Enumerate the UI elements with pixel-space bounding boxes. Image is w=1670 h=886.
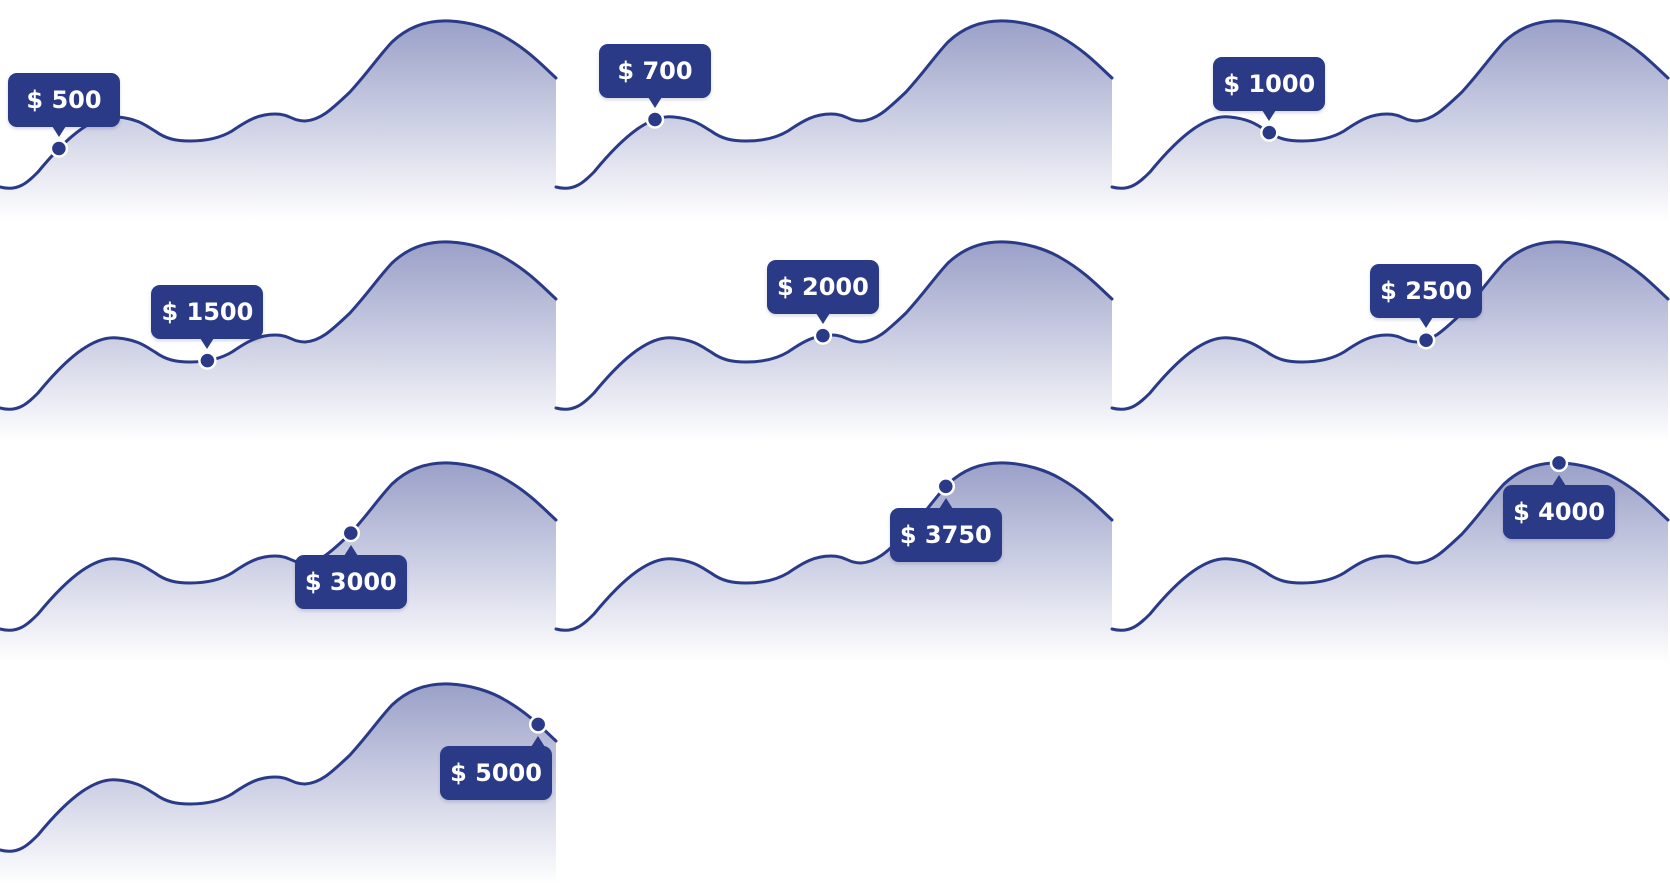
area-fill xyxy=(1112,241,1668,442)
area-chart-svg xyxy=(1110,19,1670,222)
area-chart-svg xyxy=(0,461,558,663)
area-chart-panel: $ 2000 xyxy=(554,221,1114,442)
area-chart-svg xyxy=(0,682,558,884)
tooltip-value: $ 2500 xyxy=(1380,277,1473,306)
tooltip-pointer xyxy=(815,312,830,324)
area-chart-svg xyxy=(0,240,558,442)
area-fill xyxy=(556,241,1112,442)
area-chart-panel: $ 500 xyxy=(0,0,558,222)
series-line xyxy=(0,240,558,411)
tooltip-pointer xyxy=(1262,109,1277,121)
value-tooltip: $ 3750 xyxy=(889,498,1002,563)
area-chart-svg xyxy=(554,240,1114,442)
area-chart-svg xyxy=(1110,240,1670,442)
area-fill xyxy=(556,20,1112,222)
highlight-point[interactable] xyxy=(198,351,217,370)
tooltip-value: $ 1500 xyxy=(161,297,254,326)
tooltip-value: $ 3750 xyxy=(899,521,992,550)
series-line xyxy=(1110,19,1670,190)
area-fill xyxy=(0,241,556,442)
value-tooltip: $ 1500 xyxy=(151,284,264,349)
tooltip-value: $ 1000 xyxy=(1223,69,1316,98)
area-chart-svg xyxy=(554,461,1114,663)
highlight-point[interactable] xyxy=(1549,453,1569,473)
tooltip-pointer xyxy=(648,96,662,108)
area-chart-svg xyxy=(554,19,1114,222)
value-tooltip: $ 500 xyxy=(8,72,120,137)
value-tooltip: $ 1000 xyxy=(1213,56,1326,121)
area-chart-panel: $ 4000 xyxy=(1110,442,1670,663)
tooltip-value: $ 3000 xyxy=(304,568,397,597)
highlight-point[interactable] xyxy=(1416,330,1436,350)
tooltip-pointer xyxy=(938,498,953,510)
tooltip-pointer xyxy=(1419,317,1434,329)
series-line xyxy=(554,19,1114,190)
value-tooltip: $ 2500 xyxy=(1370,264,1483,329)
highlight-point[interactable] xyxy=(49,139,69,158)
series-line xyxy=(554,461,1114,632)
tooltip-value: $ 500 xyxy=(26,85,102,114)
area-fill xyxy=(0,683,556,884)
tooltip-pointer xyxy=(1552,474,1566,486)
highlight-point[interactable] xyxy=(1260,123,1279,142)
area-chart-panel: $ 3000 xyxy=(0,442,558,663)
area-chart-panel: $ 3750 xyxy=(554,442,1114,663)
value-tooltip: $ 4000 xyxy=(1503,474,1615,539)
area-chart-svg xyxy=(1110,453,1670,663)
area-fill xyxy=(0,462,556,663)
value-tooltip: $ 5000 xyxy=(440,736,552,801)
tooltip-pointer xyxy=(343,545,358,557)
highlight-point[interactable] xyxy=(645,110,665,129)
series-line xyxy=(0,461,558,632)
tooltip-pointer xyxy=(51,125,66,137)
highlight-point[interactable] xyxy=(813,326,833,345)
value-tooltip: $ 700 xyxy=(599,43,711,108)
value-tooltip: $ 2000 xyxy=(766,259,879,324)
highlight-point[interactable] xyxy=(936,477,956,496)
area-fill xyxy=(1112,20,1668,222)
area-chart-panel: $ 2500 xyxy=(1110,221,1670,442)
tooltip-value: $ 5000 xyxy=(450,759,542,788)
area-chart-panel: $ 1500 xyxy=(0,221,558,442)
highlight-point[interactable] xyxy=(528,715,548,734)
tooltip-value: $ 4000 xyxy=(1513,497,1605,526)
series-line xyxy=(1110,240,1670,411)
tooltip-value: $ 2000 xyxy=(776,272,869,301)
tooltip-pointer xyxy=(531,736,546,748)
area-chart-panel: $ 700 xyxy=(554,0,1114,222)
tooltip-pointer xyxy=(200,337,215,349)
value-tooltip: $ 3000 xyxy=(294,545,407,610)
tooltip-value: $ 700 xyxy=(617,56,693,85)
highlight-point[interactable] xyxy=(341,523,361,543)
area-fill xyxy=(556,462,1112,663)
area-chart-panel: $ 5000 xyxy=(0,663,558,884)
area-fill xyxy=(0,20,556,222)
area-chart-panel: $ 1000 xyxy=(1110,0,1670,222)
series-line xyxy=(0,682,558,853)
